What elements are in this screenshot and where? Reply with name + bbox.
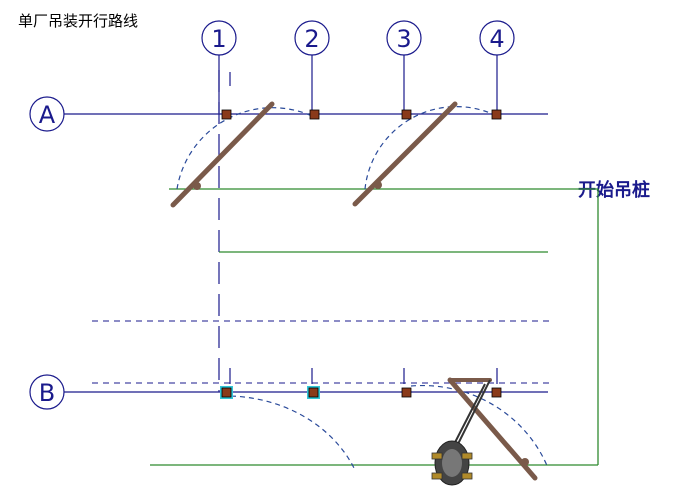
column-axis-1: 1 <box>201 20 237 113</box>
reach-arc <box>410 384 549 469</box>
column-axis-3: 3 <box>386 20 422 113</box>
column-axis-label: 3 <box>396 25 411 53</box>
start-hoisting-label: 开始吊桩 <box>578 180 650 201</box>
row-axis-label: A <box>39 101 56 129</box>
row-axis-label: B <box>39 379 55 407</box>
crawler-crane <box>431 377 538 486</box>
diagram-title: 单厂吊装开行路线 <box>18 12 139 30</box>
column-row-b <box>220 386 502 399</box>
column-axis-label: 2 <box>304 25 319 53</box>
column-axis-4: 4 <box>479 20 515 113</box>
crane-route <box>150 188 599 466</box>
row-axis-B: B <box>29 374 548 410</box>
crane-boom <box>352 101 458 207</box>
reach-arc <box>221 395 355 469</box>
column-axis-label: 4 <box>489 25 504 53</box>
column-axis-2: 2 <box>294 20 330 113</box>
column-row-a <box>221 109 502 120</box>
column-axis-label: 1 <box>211 25 226 53</box>
crane-boom <box>170 101 275 208</box>
row-axis-A: A <box>29 96 548 132</box>
